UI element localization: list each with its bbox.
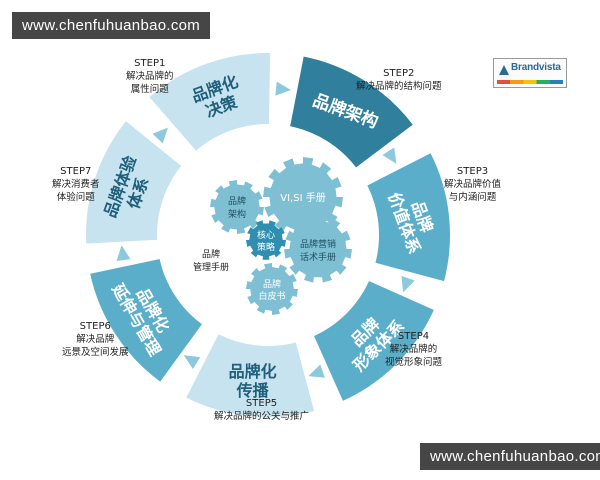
arrow-icon-7: [152, 127, 168, 144]
step4-note: STEP4 解决品牌的 视觉形象问题: [385, 330, 442, 369]
center-marketing-label-2: 话术手册: [300, 251, 336, 263]
step5-note: STEP5 解决品牌的公关与推广: [214, 397, 309, 423]
center-arch-label-1: 品牌: [228, 195, 246, 207]
center-marketing-label-1: 品牌营销: [300, 238, 336, 250]
center-core-label-1: 核心: [257, 229, 275, 241]
step1-desc-2: 属性问题: [130, 84, 169, 95]
center-arch-label-2: 架构: [228, 208, 246, 220]
segment-6: [87, 256, 205, 385]
center-whitepaper-label-2: 白皮书: [258, 290, 285, 302]
step6-desc-1: 解决品牌: [76, 334, 115, 345]
center-manual-label-2: 管理手册: [193, 261, 229, 273]
step4-desc-1: 解决品牌的: [389, 344, 438, 355]
step1-note: STEP1 解决品牌的 属性问题: [126, 57, 174, 96]
step5-desc-1: 解决品牌的公关与推广: [214, 411, 310, 422]
gear-core-icon: [246, 220, 286, 260]
segment-1: [146, 51, 273, 154]
segment-5: [183, 331, 317, 419]
logo-stripe: [497, 80, 563, 84]
gear-marketing-icon: [284, 215, 352, 283]
watermark-top: www.chenfuhuanbao.com: [12, 12, 211, 39]
brandvista-logo: Brandvista: [493, 58, 567, 88]
step2-desc-1: 解决品牌的结构问题: [356, 81, 442, 92]
logo-mark-icon: [499, 65, 509, 75]
step6-desc-2: 远景及空间发展: [62, 347, 129, 358]
step3-desc-2: 与内涵问题: [448, 192, 497, 203]
step2-label: STEP2: [383, 68, 415, 79]
center-manual-label-1: 品牌: [202, 248, 220, 260]
step7-desc-1: 解决消费者: [52, 179, 100, 190]
arrow-icon-1: [275, 81, 291, 96]
step5-label: STEP5: [245, 398, 278, 409]
step7-desc-2: 体验问题: [56, 192, 95, 203]
logo-text: Brandvista: [511, 62, 561, 73]
center-vi-label: VI,SI 手册: [280, 191, 325, 204]
arrow-icon-2: [382, 147, 397, 164]
step3-label: STEP3: [456, 166, 489, 177]
gear-whitepaper-icon: [246, 263, 298, 315]
step1-label: STEP1: [134, 58, 166, 69]
center-core-label-2: 策略: [257, 241, 275, 253]
step4-desc-2: 视觉形象问题: [385, 357, 443, 368]
step4-label: STEP4: [397, 331, 430, 342]
step3-desc-1: 解决品牌价值: [444, 179, 502, 190]
gear-arch-icon: [210, 180, 264, 234]
segment-3: [364, 150, 452, 284]
arrow-icon-4: [308, 364, 325, 378]
step7-label: STEP7: [60, 166, 92, 177]
step3-note: STEP3 解决品牌价值 与内涵问题: [444, 165, 501, 204]
arrow-icon-5: [183, 355, 201, 370]
gear-vi-icon: [263, 157, 343, 237]
step1-desc-1: 解决品牌的: [126, 71, 174, 82]
step7-note: STEP7 解决消费者 体验问题: [52, 165, 100, 204]
step6-label: STEP6: [79, 321, 111, 332]
arrow-icon-3: [401, 275, 415, 293]
segment-5-label-1: 品牌化: [229, 362, 277, 381]
segment-5-label-2: 传播: [236, 381, 270, 400]
center-whitepaper-label-1: 品牌: [263, 278, 281, 290]
step6-note: STEP6 解决品牌 远景及空间发展: [62, 320, 129, 359]
watermark-bottom: www.chenfuhuanbao.com: [420, 443, 600, 470]
segment-4: [311, 278, 437, 404]
segment-7: [84, 118, 184, 246]
step2-note: STEP2 解决品牌的结构问题: [356, 67, 442, 93]
segment-2: [287, 54, 416, 171]
arrow-icon-6: [116, 245, 131, 261]
